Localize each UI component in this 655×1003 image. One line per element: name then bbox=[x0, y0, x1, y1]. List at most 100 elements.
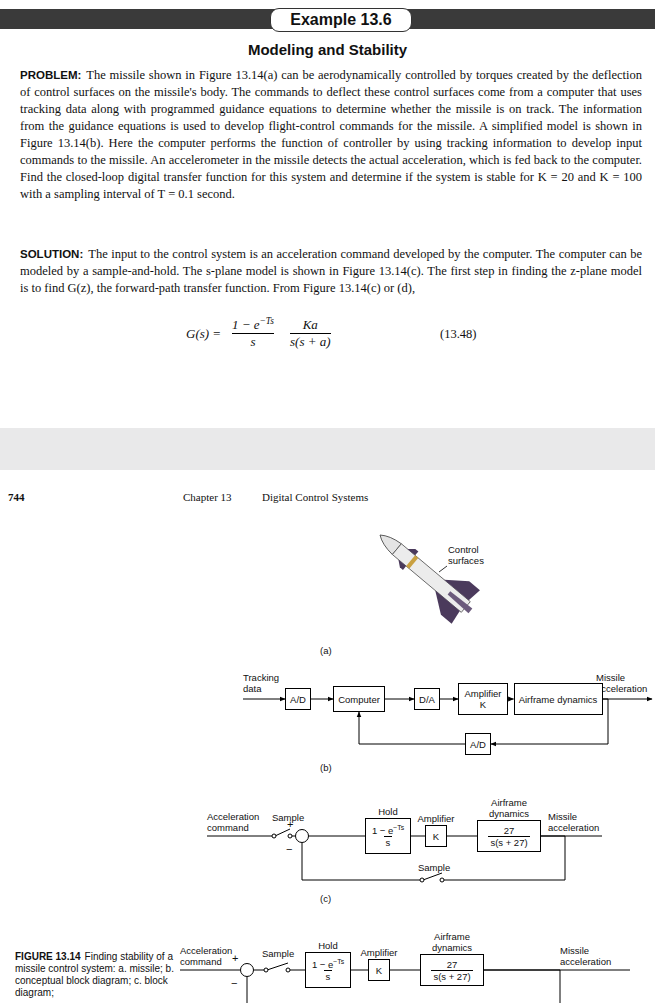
solution-paragraph: SOLUTION:The input to the control system… bbox=[20, 246, 642, 297]
leader-line bbox=[439, 566, 447, 572]
box-text: K bbox=[480, 699, 486, 710]
block-heading: Amplifier bbox=[418, 813, 455, 824]
text-group: D/A bbox=[419, 694, 435, 705]
plant-box: Airframe dynamics bbox=[514, 683, 603, 715]
signal-label: Acceleration command bbox=[180, 945, 238, 967]
block-heading: Airframe dynamics bbox=[484, 797, 534, 819]
paragraph-text: The input to the control system is an ac… bbox=[20, 247, 642, 295]
box-text: A/D bbox=[290, 694, 306, 705]
signal-line bbox=[243, 699, 285, 700]
amplifier-box: AmplifierK bbox=[458, 683, 508, 715]
hold-box: Hold1 − e−Tss bbox=[305, 952, 351, 988]
fraction-numerator: 1 − e−Ts bbox=[312, 959, 344, 970]
text-group: K bbox=[376, 965, 382, 976]
equation-number: (13.48) bbox=[440, 327, 476, 341]
section-heading: Modeling and Stability bbox=[0, 41, 655, 58]
signal-label: Missile acceleration bbox=[548, 811, 600, 833]
connector bbox=[247, 970, 560, 1003]
fraction-numerator: 1 − e−Ts bbox=[372, 825, 404, 836]
text-group: 1 − e−Tss bbox=[372, 825, 404, 848]
denominator-text: s bbox=[384, 836, 393, 848]
text-group: 27s(s + 27) bbox=[431, 959, 472, 982]
equation-fraction: Kas(s + a) bbox=[290, 318, 331, 350]
block-heading: Amplifier bbox=[361, 947, 398, 958]
denominator-text: s(s + a) bbox=[290, 333, 331, 350]
figure-caption: FIGURE 13.14Finding stability of a missi… bbox=[15, 951, 175, 999]
connector bbox=[385, 699, 414, 700]
denominator-text: s bbox=[324, 970, 333, 982]
figure-number: FIGURE 13.14 bbox=[15, 951, 81, 962]
page-number: 744 bbox=[8, 491, 25, 504]
connector bbox=[447, 836, 477, 837]
converter-box: D/A bbox=[414, 688, 440, 710]
numerator-text: 1 − e bbox=[312, 959, 333, 970]
sampler-label: Sample bbox=[262, 948, 294, 959]
example-title: Example 13.6 bbox=[270, 8, 412, 32]
box-text: K bbox=[433, 831, 439, 842]
connector bbox=[411, 836, 425, 837]
connector bbox=[440, 699, 458, 700]
hold-box: Hold1 − e−Tss bbox=[365, 818, 411, 854]
signal-label: Tracking data bbox=[243, 672, 285, 694]
subfigure-label: (c) bbox=[320, 893, 331, 904]
converter-box: A/D bbox=[285, 688, 311, 710]
chapter-title: Digital Control Systems bbox=[262, 491, 368, 504]
text-group: A/D bbox=[290, 694, 306, 705]
summing-junction: +− bbox=[240, 963, 254, 977]
sample-switch bbox=[272, 829, 292, 838]
text-group: 1 − e−Tss bbox=[312, 959, 344, 982]
box-text: K bbox=[376, 965, 382, 976]
missile bbox=[366, 518, 485, 628]
equation-fraction: 1 − e−Tss bbox=[232, 318, 274, 350]
amplifier-box: AmplifierK bbox=[425, 825, 447, 847]
plant-box: Airframe dynamics27s(s + 27) bbox=[420, 954, 484, 986]
denominator-text: s(s + 27) bbox=[488, 836, 529, 848]
connector bbox=[351, 970, 368, 971]
block-heading: Hold bbox=[318, 940, 338, 951]
equation-lhs: G(s) = bbox=[186, 327, 221, 342]
numerator-text: 1 − e bbox=[372, 825, 393, 836]
connector bbox=[390, 970, 420, 971]
sign-text: − bbox=[231, 978, 237, 989]
background-band bbox=[0, 428, 655, 470]
exponent-text: −Ts bbox=[260, 316, 274, 326]
paragraph-key: SOLUTION: bbox=[20, 248, 83, 260]
connector bbox=[309, 836, 365, 837]
paragraph-key: PROBLEM: bbox=[20, 69, 81, 81]
denominator-text: s(s + 27) bbox=[431, 970, 472, 982]
sampler-label: Sample bbox=[418, 862, 450, 873]
box-text: Airframe dynamics bbox=[519, 694, 598, 705]
numerator-text: 27 bbox=[447, 959, 458, 970]
sign-text: + bbox=[232, 953, 238, 964]
amplifier-box: AmplifierK bbox=[368, 959, 390, 981]
chapter-label: Chapter 13 bbox=[183, 491, 232, 504]
block-heading: Hold bbox=[378, 806, 398, 817]
denominator-text: s bbox=[232, 333, 274, 350]
signal-label: Missile acceleration bbox=[560, 945, 622, 967]
box-text: Amplifier bbox=[465, 688, 502, 699]
fraction-numerator: 1 − e−Ts bbox=[232, 318, 274, 333]
converter-box: A/D bbox=[465, 733, 491, 755]
summing-junction: +− bbox=[295, 829, 309, 843]
text-group: Airframe dynamics bbox=[519, 694, 598, 705]
connector bbox=[311, 699, 333, 700]
plant-box: Airframe dynamics27s(s + 27) bbox=[477, 820, 541, 852]
text-group: A/D bbox=[470, 739, 486, 750]
part-label: Control surfaces bbox=[448, 544, 490, 566]
sample-switch bbox=[264, 963, 290, 972]
connector bbox=[359, 712, 465, 744]
signal-label: Acceleration command bbox=[207, 811, 269, 833]
numerator-text: 1 − e bbox=[232, 317, 260, 332]
paragraph-text: The missile shown in Figure 13.14(a) can… bbox=[20, 68, 642, 201]
text-group: Computer bbox=[338, 694, 380, 705]
signal-label: Missile acceleration bbox=[596, 672, 652, 694]
exponent-text: −Ts bbox=[333, 957, 344, 964]
sign-text: + bbox=[287, 819, 293, 830]
process-box: Computer bbox=[333, 686, 385, 712]
box-text: D/A bbox=[419, 694, 435, 705]
problem-paragraph: PROBLEM:The missile shown in Figure 13.1… bbox=[20, 67, 642, 203]
exponent-text: −Ts bbox=[393, 823, 404, 830]
sample-switch bbox=[420, 873, 444, 882]
text-group: K bbox=[433, 831, 439, 842]
